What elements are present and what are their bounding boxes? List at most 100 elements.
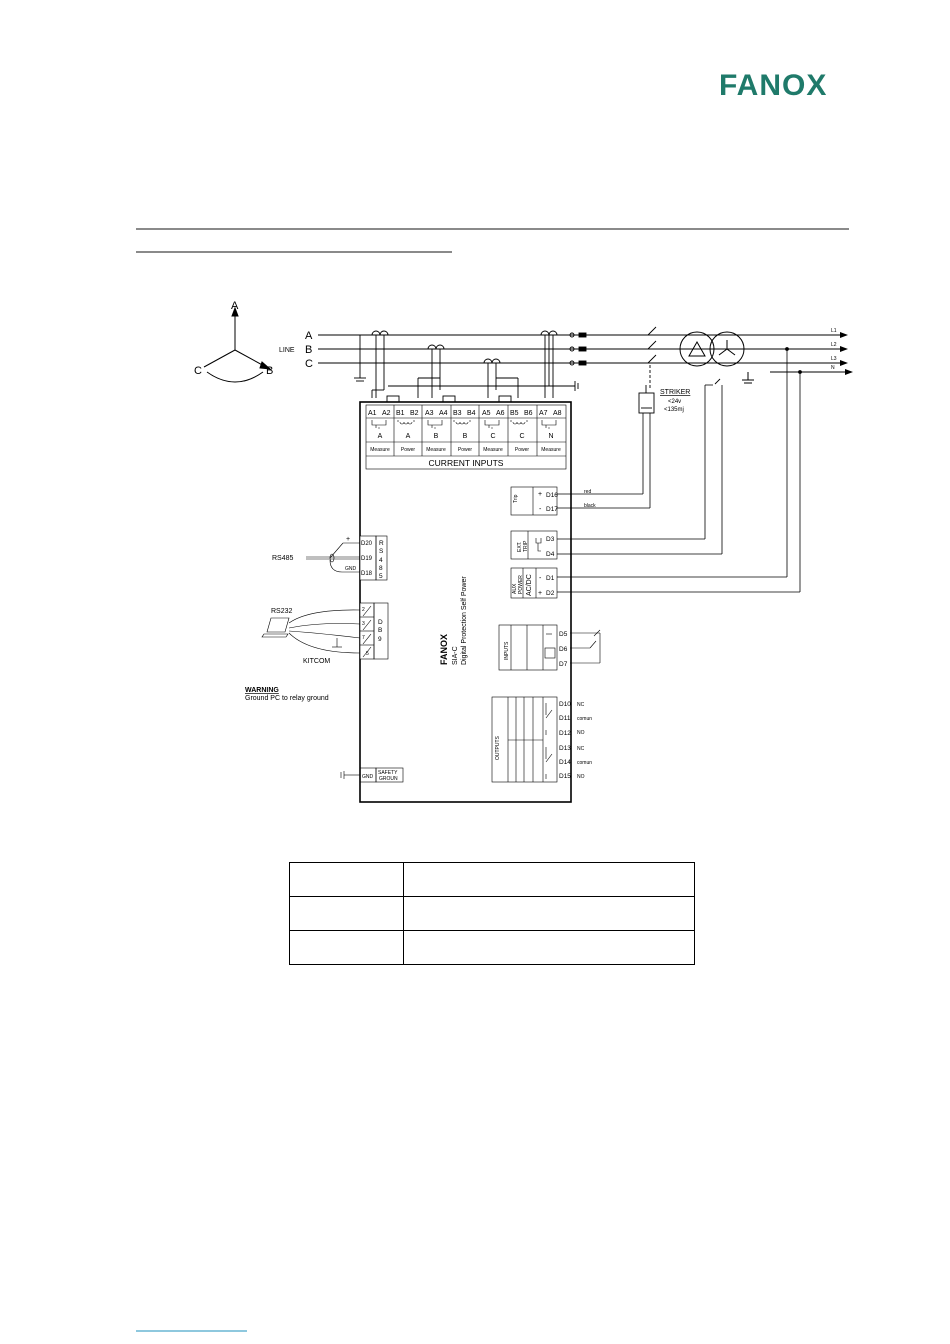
- phase-label: B: [463, 433, 468, 440]
- rs485-block: [306, 535, 388, 581]
- terminal-d18: D18: [361, 571, 373, 577]
- phase-label: A: [406, 433, 411, 440]
- rs485-code: S: [379, 548, 384, 555]
- rs485-label: RS485: [272, 555, 294, 562]
- table-cell: [289, 896, 404, 931]
- phase-label: A: [378, 433, 383, 440]
- current-transformers: [371, 330, 579, 403]
- table-cell: [289, 930, 404, 965]
- trip-wire-black: black: [584, 503, 596, 509]
- terminal-a4: A4: [439, 410, 448, 417]
- type-label: Measure: [483, 447, 503, 453]
- output-wire: NC: [577, 746, 585, 752]
- rs485-code: R: [379, 540, 384, 547]
- rs232-pin: 5: [366, 651, 369, 657]
- phasor-a-label: A: [231, 300, 239, 312]
- terminal-a5: A5: [482, 410, 491, 417]
- aux-label3: AC/DC: [526, 574, 533, 596]
- terminal-d6: D6: [559, 646, 568, 653]
- terminal-a3: A3: [425, 410, 434, 417]
- phasor-diagram: [203, 306, 272, 383]
- external-wiring: [557, 347, 802, 593]
- terminal-d3: D3: [546, 536, 555, 543]
- output-wire: comun: [577, 760, 592, 766]
- terminal-d15: D15: [559, 773, 571, 780]
- phase-label: B: [434, 433, 439, 440]
- device-enclosure: [359, 401, 572, 803]
- aux-plus: +: [538, 590, 542, 597]
- rs232-label: RS232: [271, 608, 293, 615]
- terminal-d11: D11: [559, 715, 571, 722]
- ext-trip-label2: TRIP: [523, 540, 529, 552]
- type-label: Power: [401, 447, 416, 453]
- warning-title: WARNING: [245, 687, 279, 694]
- phase-label: C: [519, 433, 524, 440]
- trip-plus: +: [538, 491, 542, 498]
- terminal-a1: A1: [368, 410, 377, 417]
- terminal-d17: D17: [546, 506, 558, 513]
- terminal-b5: B5: [510, 410, 519, 417]
- trip-minus: -: [539, 506, 542, 513]
- terminal-a6: A6: [496, 410, 505, 417]
- aux-minus: -: [539, 575, 542, 582]
- table-cell: [403, 862, 695, 897]
- terminal-b1: B1: [396, 410, 405, 417]
- outputs-label: OUTPUTS: [495, 735, 501, 760]
- terminal-d4: D4: [546, 551, 555, 558]
- type-label: Power: [458, 447, 473, 453]
- striker-spec1: <24v: [668, 399, 681, 405]
- aux-label2: POWER: [518, 575, 524, 594]
- current-inputs-block: [365, 404, 567, 470]
- inputs-contacts: [544, 629, 601, 664]
- safety-label2: GROUN: [379, 776, 398, 782]
- table-cell: [403, 896, 695, 931]
- type-label: Measure: [370, 447, 390, 453]
- terminal-d13: D13: [559, 745, 571, 752]
- trip-label: Trip: [513, 494, 519, 503]
- terminal-d5: D5: [559, 631, 568, 638]
- table-cell: [289, 862, 404, 897]
- rs232-pin: 3: [362, 621, 365, 627]
- striker-title: STRIKER: [660, 389, 690, 396]
- aux-label1: AUX: [512, 583, 518, 594]
- terminal-d7: D7: [559, 661, 568, 668]
- table-row: [289, 862, 695, 897]
- rs485-code: 8: [379, 565, 383, 572]
- terminal-d14: D14: [559, 759, 571, 766]
- phase-label: C: [490, 433, 495, 440]
- terminal-b3: B3: [453, 410, 462, 417]
- line-a-label: A: [305, 330, 313, 342]
- device-model: SIA-C: [452, 646, 459, 665]
- output-wire: NO: [577, 730, 585, 736]
- current-terminal-labels: A1 A2 B1 B2 A3 A4 B3 B4 A5 A6 B5 B6 A7 A…: [368, 410, 562, 417]
- terminal-d12: D12: [559, 730, 571, 737]
- load-n: N: [831, 365, 835, 371]
- type-label: Power: [515, 447, 530, 453]
- terminal-d2: D2: [546, 590, 555, 597]
- inputs-label: INPUTS: [504, 641, 510, 660]
- striker-spec2: <135mj: [664, 407, 684, 413]
- transformer: [679, 331, 754, 384]
- safety-label1: SAFETY: [378, 770, 398, 776]
- output-wire: NO: [577, 774, 585, 780]
- load-l3: L3: [831, 356, 837, 362]
- ext-trip-switch: [535, 538, 542, 552]
- fuses: [569, 332, 587, 366]
- rs232-pin: 7: [362, 635, 365, 641]
- logo-text: FANOX: [719, 69, 827, 102]
- busbars: [318, 334, 845, 382]
- phasor-b-label: B: [266, 365, 273, 377]
- device-brand: FANOX: [439, 634, 449, 665]
- device-label: FANOX SIA-C Digital Protection Self Powe…: [439, 576, 468, 665]
- terminal-d20: D20: [361, 541, 373, 547]
- line-b-label: B: [305, 344, 312, 356]
- terminal-b4: B4: [467, 410, 476, 417]
- right-terminal-blocks: [491, 486, 558, 783]
- rs232-code: D: [378, 619, 383, 626]
- rs232-pin: 2: [362, 607, 365, 613]
- load-l2: L2: [831, 342, 837, 348]
- terminal-d1: D1: [546, 575, 555, 582]
- terminal-d10: D10: [559, 701, 571, 708]
- type-label: Measure: [541, 447, 561, 453]
